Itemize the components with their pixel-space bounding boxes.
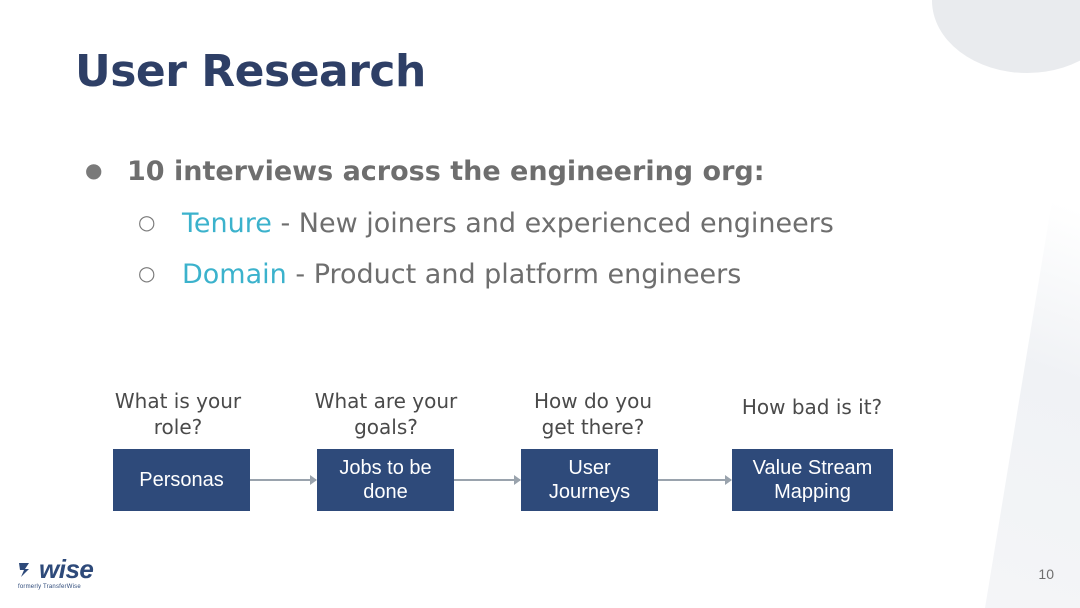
box-line: done	[363, 481, 408, 503]
sub-bullet-text: - Product and platform engineers	[286, 259, 742, 290]
page-number: 10	[1038, 566, 1054, 582]
sub-bullet-accent: Domain	[182, 259, 287, 290]
bullet-dot-icon: ●	[85, 158, 103, 182]
question-line: role?	[153, 415, 203, 439]
question-line: What is your	[114, 389, 242, 413]
flow-arrow	[250, 475, 317, 485]
logo-wordmark: wise	[18, 554, 94, 584]
sub-bullet-domain: ○ Domain - Product and platform engineers	[138, 259, 741, 290]
flow-question-journey: How do you get there?	[514, 388, 672, 440]
question-line: How do you	[533, 389, 653, 413]
bullet-main-text: 10 interviews across the engineering org…	[127, 156, 765, 187]
flow-question-role: What is your role?	[103, 388, 253, 440]
logo-tagline: formerly TransferWise	[18, 584, 81, 590]
wise-flag-icon	[18, 556, 36, 582]
box-line: Jobs to be	[339, 457, 432, 479]
question-line: What are your	[314, 389, 458, 413]
sub-bullet-text: - New joiners and experienced engineers	[271, 208, 834, 239]
box-line: User	[568, 457, 611, 479]
flow-box-personas: Personas	[113, 449, 250, 511]
flow-question-goals: What are your goals?	[300, 388, 472, 440]
flow-box-jobs: Jobs to be done	[317, 449, 454, 511]
logo-text: wise	[39, 554, 94, 584]
question-line: get there?	[541, 415, 645, 439]
question-line: How bad is it?	[741, 395, 883, 419]
flow-box-journeys: User Journeys	[521, 449, 658, 511]
bullet-ring-icon: ○	[138, 261, 156, 285]
slide-title: User Research	[75, 46, 426, 97]
flow-box-value-stream: Value Stream Mapping	[732, 449, 893, 511]
background-circle	[932, 0, 1080, 73]
box-line: Value Stream	[752, 457, 873, 479]
wise-logo: wise formerly TransferWise	[18, 554, 94, 590]
flow-arrow	[454, 475, 521, 485]
sub-bullet-accent: Tenure	[182, 208, 272, 239]
background-wedge	[985, 30, 1080, 608]
bullet-ring-icon: ○	[138, 210, 156, 234]
box-line: Mapping	[774, 481, 851, 503]
sub-bullet-tenure: ○ Tenure - New joiners and experienced en…	[138, 208, 834, 239]
question-line: goals?	[354, 415, 418, 439]
flow-arrow	[658, 475, 732, 485]
bullet-main: ● 10 interviews across the engineering or…	[85, 156, 765, 187]
box-line: Journeys	[548, 481, 631, 503]
box-line: Personas	[139, 469, 224, 491]
flow-question-bad: How bad is it?	[722, 394, 902, 420]
